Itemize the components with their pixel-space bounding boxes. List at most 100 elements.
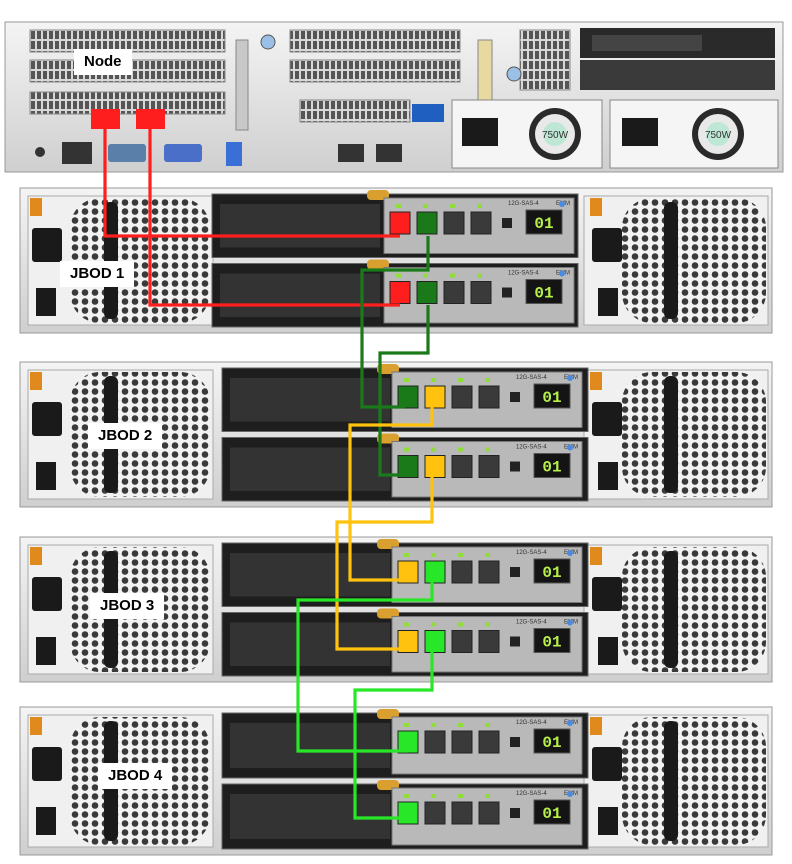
sas-port-icon: [443, 281, 465, 304]
emm-model-text: 12G-SAS-4: [516, 445, 547, 451]
cable-node-jbod1-b: [148, 129, 400, 307]
fan-grille-icon: [622, 547, 766, 672]
cable-jbod3-jbod4-b: [353, 649, 434, 820]
power-switch-icon: [598, 807, 618, 835]
psu-1: 750W: [451, 99, 603, 169]
emm-model-text: 12G-SAS-4: [508, 201, 539, 207]
sas-port-icon: [424, 630, 446, 653]
sas-port-icon: [451, 801, 473, 825]
seven-segment-display-icon: [533, 628, 571, 653]
emm-display-text: 01: [542, 805, 561, 823]
seven-segment-display-icon: [525, 279, 563, 304]
emm-model-text: 12G-SAS-4: [516, 791, 547, 797]
sas-port-icon: [424, 801, 446, 825]
fan-grille-icon: [622, 372, 766, 497]
seven-segment-display-icon: [533, 383, 571, 409]
seven-segment-display-icon: [533, 799, 571, 825]
sas-port-icon: [470, 281, 492, 304]
power-inlet-icon: [592, 402, 622, 436]
seven-segment-display-icon: [525, 209, 563, 235]
release-tab-icon: [30, 717, 42, 735]
sas-port-icon: [451, 455, 473, 478]
sas-port-icon: [451, 385, 473, 409]
sas-port-icon: [424, 385, 446, 409]
sas-port-icon: [424, 455, 446, 478]
cable-jbod2-jbod3-a: [348, 407, 434, 582]
sas-port-icon: [443, 211, 465, 235]
cable-jbod3-jbod4-a: [296, 580, 434, 753]
vga-port-icon: [164, 144, 202, 162]
release-tab-icon: [590, 198, 602, 216]
sas-port-icon: [397, 730, 419, 754]
sas-port-icon: [451, 630, 473, 653]
sas-port-icon: [478, 560, 500, 584]
handle-icon: [104, 202, 118, 319]
sas-port-icon: [478, 630, 500, 653]
sas-port-icon: [397, 801, 419, 825]
jbod2-label: JBOD 2: [88, 423, 163, 449]
power-switch-icon: [598, 637, 618, 665]
sas-port-icon: [397, 455, 419, 478]
ethernet-port-icon: [376, 144, 402, 162]
seven-segment-display-icon: [533, 728, 571, 754]
psu-rating: 750W: [705, 130, 732, 141]
sas-port-icon: [397, 630, 419, 653]
power-inlet-icon: [592, 577, 622, 611]
fan-grille-icon: [622, 198, 766, 323]
sas-port-icon: [416, 211, 438, 235]
sas-port-icon: [478, 455, 500, 478]
emm-display-text: 01: [542, 564, 561, 582]
emm-display-text: 01: [542, 459, 561, 477]
power-inlet-icon: [32, 747, 62, 781]
cable-jbod1-jbod2-b: [378, 305, 430, 477]
sas-port-icon: [478, 385, 500, 409]
sas-port-icon: [416, 281, 438, 304]
power-switch-icon: [598, 462, 618, 490]
fan-grille-icon: [622, 717, 766, 845]
release-tab-icon: [590, 372, 602, 390]
power-switch-icon: [36, 637, 56, 665]
node-sas-port-2: [136, 109, 165, 129]
power-inlet-icon: [32, 402, 62, 436]
sas-port-icon: [451, 730, 473, 754]
jbod1-label: JBOD 1: [60, 261, 135, 287]
seven-segment-display-icon: [533, 453, 571, 478]
cable-node-jbod1-a: [103, 129, 400, 238]
power-switch-icon: [36, 807, 56, 835]
sas-port-icon: [397, 385, 419, 409]
sas-port-icon: [451, 560, 473, 584]
handle-icon: [664, 376, 678, 493]
cable-jbod1-jbod2-a: [360, 236, 430, 409]
usb-port-icon: [226, 142, 242, 166]
sas-port-icon: [424, 730, 446, 754]
power-switch-icon: [598, 288, 618, 316]
release-tab-icon: [30, 372, 42, 390]
node-sas-port-1: [91, 109, 120, 129]
seven-segment-display-icon: [533, 558, 571, 584]
emm-model-text: 12G-SAS-4: [508, 271, 539, 277]
release-tab-icon: [590, 717, 602, 735]
power-inlet-icon: [592, 747, 622, 781]
release-tab-icon: [30, 198, 42, 216]
power-inlet-icon: [32, 577, 62, 611]
emm-display-text: 01: [542, 734, 561, 752]
node-label: Node: [74, 49, 132, 75]
handle-icon: [664, 202, 678, 319]
jbod4-label: JBOD 4: [98, 763, 173, 789]
emm-display-text: 01: [542, 634, 561, 652]
cable-jbod2-jbod3-b: [335, 475, 434, 651]
emm-model-text: 12G-SAS-4: [516, 375, 547, 381]
psu-rating: 750W: [542, 130, 569, 141]
power-inlet-icon: [462, 118, 498, 146]
sas-port-icon: [389, 211, 411, 235]
